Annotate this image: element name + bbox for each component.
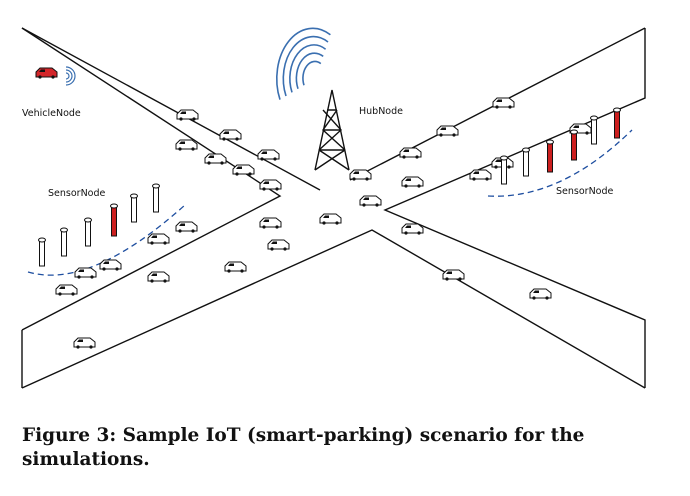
car-icon: [491, 157, 514, 169]
vehicle-node-car-icon: [35, 67, 58, 79]
car-icon: [492, 97, 515, 109]
car-icon: [436, 125, 459, 137]
car-icon: [529, 288, 552, 300]
car-icon: [399, 147, 422, 159]
car-icon: [73, 337, 96, 349]
car-icon: [74, 267, 97, 279]
sensor-node-right-label: SensorNode: [556, 186, 614, 197]
parking-sensor-icon: [84, 217, 92, 247]
car-icon: [204, 153, 227, 165]
car-icon: [259, 217, 282, 229]
parking-sensor-icon: [590, 115, 598, 145]
car-icon: [147, 271, 170, 283]
car-icon: [99, 259, 122, 271]
car-icon: [319, 213, 342, 225]
car-icon: [175, 139, 198, 151]
car-icon: [401, 223, 424, 235]
signal-waves-icon: [275, 27, 331, 100]
road-edge-right: [383, 28, 646, 388]
car-icon: [175, 221, 198, 233]
car-icon: [359, 195, 382, 207]
car-icon: [442, 269, 465, 281]
car-icon: [259, 179, 282, 191]
car-icon: [147, 233, 170, 245]
car-icon: [219, 129, 242, 141]
parking-sensor-icon: [60, 227, 68, 257]
parking-sensor-icon: [152, 183, 160, 213]
smart-parking-scene: [21, 27, 646, 389]
hub-node-label: HubNode: [359, 106, 403, 117]
sensor-node-left-label: SensorNode: [48, 188, 106, 199]
car-icon: [469, 169, 492, 181]
parking-sensor-icon: [522, 147, 530, 177]
car-icon: [267, 239, 290, 251]
car-icon: [176, 109, 199, 121]
parking-sensor-icon: [613, 107, 621, 139]
parking-sensor-icon: [500, 155, 508, 185]
parking-sensor-icon: [130, 193, 138, 223]
car-icon: [401, 176, 424, 188]
car-icon: [232, 164, 255, 176]
car-icon: [55, 284, 78, 296]
parking-sensor-icon: [570, 129, 578, 161]
parking-zone-right: [487, 129, 633, 197]
vehicle-node-label: VehicleNode: [22, 108, 81, 119]
figure-caption: Figure 3: Sample IoT (smart-parking) sce…: [22, 425, 585, 470]
parking-sensor-icon: [546, 139, 554, 173]
car-icon: [349, 169, 372, 181]
car-icon: [257, 149, 280, 161]
parking-zone-left: [27, 204, 186, 276]
car-icon: [224, 261, 247, 273]
parking-sensor-icon: [110, 203, 118, 237]
figure-illustration: VehicleNode HubNode SensorNode SensorNod…: [21, 27, 646, 389]
road-edge-left: [21, 27, 282, 331]
cell-tower-icon: [314, 89, 350, 171]
parking-sensor-icon: [38, 237, 46, 267]
vehicle-signal-icon: [65, 66, 76, 86]
road-edge-bottom: [21, 229, 646, 389]
road-edge-top-left: [21, 27, 321, 191]
